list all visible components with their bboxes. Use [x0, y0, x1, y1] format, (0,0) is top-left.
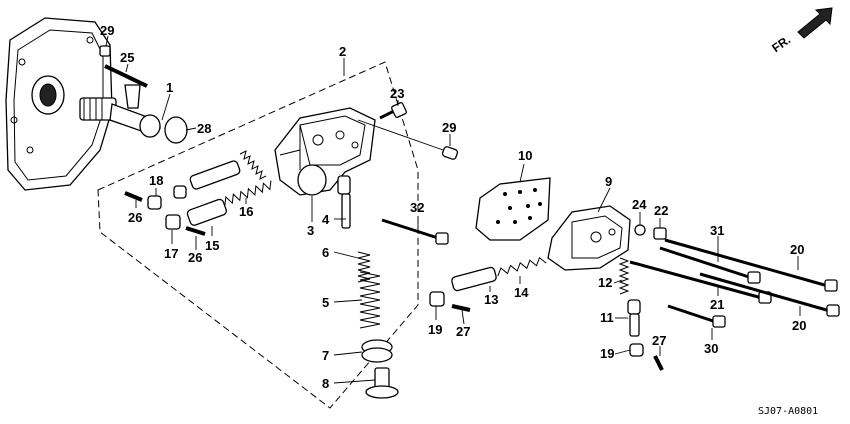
part-20-bolt-lower	[699, 272, 840, 317]
callout-32: 32	[410, 200, 424, 215]
part-29-dowel-left	[99, 45, 111, 57]
part-19-cap-right	[629, 343, 644, 357]
part-8-piston	[365, 367, 399, 399]
callout-13: 13	[484, 292, 498, 307]
part-1-shift-shaft	[79, 84, 162, 138]
callout-10: 10	[518, 148, 532, 163]
part-31-bolt	[659, 246, 761, 284]
plate-holes	[496, 188, 542, 224]
callout-22: 22	[654, 203, 668, 218]
part-30-bolt	[667, 304, 726, 328]
callout-18: 18	[149, 173, 163, 188]
callout-17: 17	[164, 246, 178, 261]
part-23-bolt	[379, 102, 407, 120]
callout-31: 31	[710, 223, 724, 238]
fr-label: FR.	[769, 33, 793, 56]
part-16-spring	[224, 180, 272, 206]
part-27-pin-right	[653, 355, 664, 371]
part-5-spring	[359, 271, 381, 329]
callout-20-upper: 20	[790, 242, 804, 257]
callout-20-lower: 20	[792, 318, 806, 333]
part-6-spring	[357, 251, 371, 283]
part-25-pin	[104, 64, 148, 88]
part-12-spring	[618, 257, 630, 295]
part-26-pin-a	[124, 191, 143, 202]
callout-19-right: 19	[600, 346, 614, 361]
part-19-cap-left	[429, 291, 445, 307]
callout-7: 7	[322, 348, 329, 363]
callout-27-left: 27	[456, 324, 470, 339]
part-13-spool	[451, 266, 497, 292]
callout-26-upper: 26	[128, 210, 142, 225]
part-32-bolt	[381, 218, 449, 245]
callout-12: 12	[598, 275, 612, 290]
callout-8: 8	[322, 376, 329, 391]
callout-11: 11	[600, 310, 614, 325]
part-15-spool	[186, 198, 227, 226]
part-11-valve	[627, 299, 641, 337]
part-18-cap-b	[173, 185, 187, 199]
callout-26-lower: 26	[188, 250, 202, 265]
callout-3: 3	[307, 223, 314, 238]
callout-23: 23	[390, 86, 404, 101]
part-9-valve-body	[547, 205, 631, 271]
callout-15: 15	[205, 238, 219, 253]
part-3-valve-body	[274, 107, 376, 196]
part-28-o-ring	[164, 116, 188, 144]
callout-labels: 29 25 1 28 2 23 29 18 26 16 15 17 26 3 4…	[100, 23, 806, 391]
callout-9: 9	[605, 174, 612, 189]
callout-30: 30	[704, 341, 718, 356]
part-18-cap	[147, 195, 162, 210]
callout-25: 25	[120, 50, 134, 65]
callout-19-left: 19	[428, 322, 442, 337]
transmission-housing	[5, 17, 113, 191]
part-29-dowel-right	[441, 146, 459, 160]
callout-2: 2	[339, 44, 346, 59]
part-4-valve	[337, 175, 351, 229]
fr-arrow-icon	[797, 7, 833, 39]
callout-1: 1	[166, 80, 173, 95]
part-26-pin-b	[185, 226, 206, 236]
assembly-2-outline	[97, 61, 419, 409]
part-17-cap	[165, 214, 181, 230]
part-10-separator-plate	[475, 177, 551, 241]
part-14-spring	[497, 256, 547, 277]
part-27-pin-left	[451, 304, 471, 312]
callout-24: 24	[632, 197, 647, 212]
callout-5: 5	[322, 295, 329, 310]
part-22-bolt	[653, 227, 667, 240]
callout-27-right: 27	[652, 333, 666, 348]
callout-28: 28	[197, 121, 211, 136]
part-20-bolt-upper	[664, 238, 838, 292]
callout-4: 4	[322, 212, 330, 227]
callout-6: 6	[322, 245, 329, 260]
part-24-washer	[634, 224, 646, 236]
callout-29-left: 29	[100, 23, 114, 38]
part-7-washer	[361, 339, 393, 363]
leader-lines	[105, 35, 801, 384]
callout-21: 21	[710, 297, 724, 312]
part-spool-upper	[189, 150, 267, 190]
callout-16: 16	[239, 204, 253, 219]
diagram-code: SJ07-A0801	[758, 406, 818, 417]
callout-14: 14	[514, 285, 529, 300]
callout-29-right: 29	[442, 120, 456, 135]
